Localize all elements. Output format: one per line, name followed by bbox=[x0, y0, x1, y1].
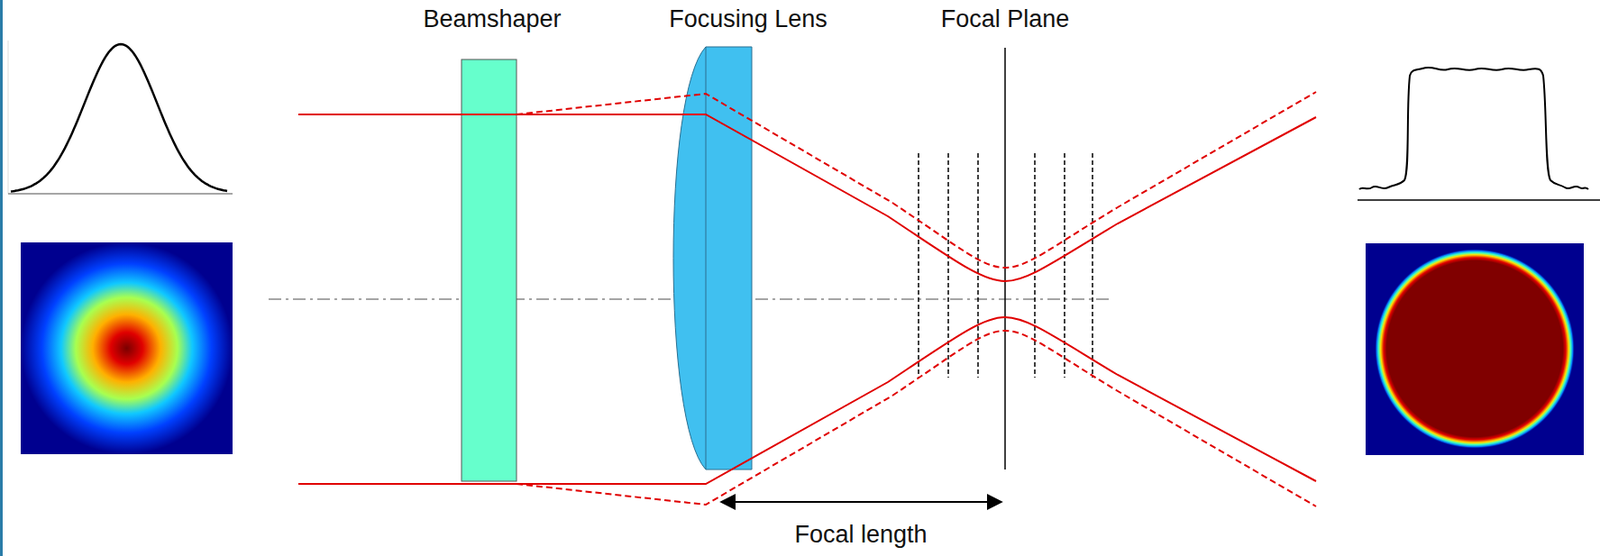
focal-length-label: Focal length bbox=[790, 521, 931, 549]
beamshaper-element bbox=[461, 59, 517, 482]
lens-label: Focusing Lens bbox=[668, 6, 828, 34]
flattop-heatmap bbox=[1374, 248, 1575, 449]
focusing-lens bbox=[673, 46, 752, 470]
focal-plane-line bbox=[1004, 47, 1006, 470]
ray-dashed-top bbox=[516, 91, 1317, 268]
flattop-profile bbox=[1357, 67, 1600, 201]
lens-edge bbox=[705, 46, 707, 470]
gaussian-heatmap bbox=[20, 242, 233, 455]
dashed-plane bbox=[947, 153, 950, 378]
rays bbox=[298, 91, 1317, 507]
ray-solid-top bbox=[298, 114, 1317, 282]
flattop-heatmap-bg bbox=[1365, 243, 1584, 456]
focal-plane-label: Focal Plane bbox=[941, 6, 1070, 34]
frame-edge bbox=[0, 0, 3, 556]
dashed-plane bbox=[1091, 153, 1094, 378]
ray-dashed-bottom bbox=[516, 330, 1317, 507]
gaussian-heatmap-bg bbox=[20, 242, 233, 455]
ray-solid-bottom bbox=[298, 317, 1317, 485]
dashed-plane bbox=[917, 153, 920, 378]
dashed-plane bbox=[1033, 153, 1036, 378]
beamshaper-label: Beamshaper bbox=[422, 6, 561, 34]
focal-length-dimension bbox=[721, 501, 1002, 503]
dashed-plane bbox=[977, 153, 979, 378]
gaussian-profile bbox=[8, 40, 233, 194]
